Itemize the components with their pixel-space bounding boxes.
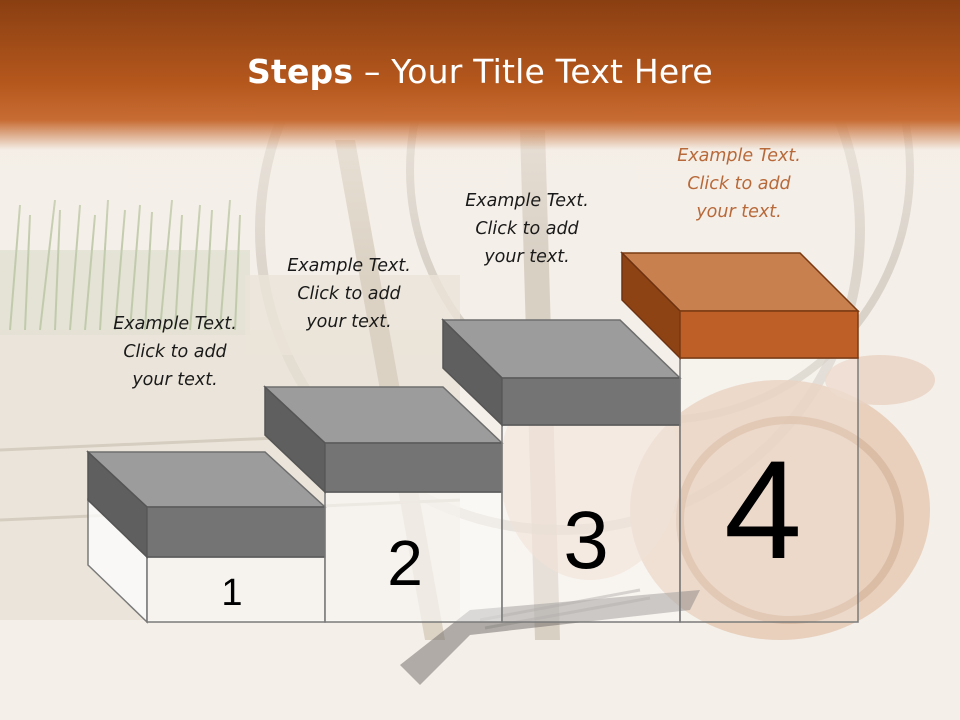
title-bar	[0, 0, 960, 150]
step-2-number: 2	[387, 527, 423, 599]
step-4-block[interactable]	[620, 251, 860, 360]
step-4-number: 4	[724, 431, 802, 588]
page-title[interactable]: Steps – Your Title Text Here	[0, 52, 960, 91]
caption-line: your text.	[484, 247, 570, 267]
caption-line: your text.	[696, 202, 782, 222]
caption-line: Example Text.	[465, 191, 589, 211]
step-1-block[interactable]	[86, 450, 327, 559]
step-4-caption[interactable]: Example Text. Click to add your text.	[654, 142, 824, 226]
step-2-caption[interactable]: Example Text. Click to add your text.	[264, 252, 434, 336]
title-rest-part: – Your Title Text Here	[353, 52, 713, 91]
caption-line: your text.	[132, 370, 218, 390]
caption-line: your text.	[306, 312, 392, 332]
caption-line: Example Text.	[677, 146, 801, 166]
step-2-block[interactable]	[263, 385, 504, 494]
step-4-column: 4	[620, 251, 860, 623]
caption-line: Example Text.	[113, 314, 237, 334]
title-bold-part: Steps	[247, 52, 354, 91]
caption-line: Click to add	[475, 219, 579, 239]
caption-line: Click to add	[687, 174, 791, 194]
step-1-column: 1	[86, 450, 327, 624]
step-2-column: 2	[263, 385, 504, 623]
step-1-number: 1	[221, 572, 242, 614]
step-3-block[interactable]	[441, 318, 682, 427]
caption-line: Click to add	[297, 284, 401, 304]
step-1-caption[interactable]: Example Text. Click to add your text.	[90, 310, 260, 394]
step-3-caption[interactable]: Example Text. Click to add your text.	[442, 187, 612, 271]
step-3-column: 3	[441, 318, 682, 623]
caption-line: Example Text.	[287, 256, 411, 276]
caption-line: Click to add	[123, 342, 227, 362]
step-3-number: 3	[563, 495, 609, 586]
